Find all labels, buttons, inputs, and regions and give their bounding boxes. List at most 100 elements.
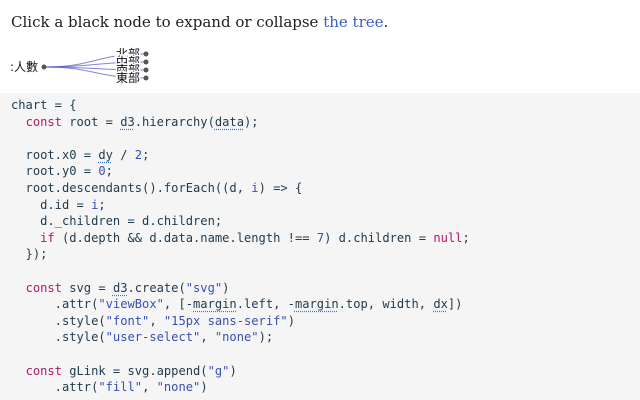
- code-token: ): [287, 313, 295, 328]
- code-line: const root = d3.hierarchy(data);: [11, 114, 640, 131]
- code-pre: chart = { const root = d3.hierarchy(data…: [0, 93, 640, 396]
- tree-chart: :人數 北部 中部 南部 東部: [0, 42, 640, 92]
- code-line: const svg = d3.create("svg"): [11, 280, 640, 297]
- code-token-kw: const: [25, 280, 62, 295]
- code-line: [11, 263, 640, 280]
- code-line: if (d.depth && d.data.name.length !== 7)…: [11, 230, 640, 247]
- code-token: [11, 364, 26, 378]
- code-token-kw: const: [25, 114, 62, 129]
- code-line: chart = {: [11, 97, 640, 114]
- tree-child-south[interactable]: 南部: [114, 61, 149, 79]
- code-line: [11, 130, 640, 147]
- code-token: root.descendants().forEach((d,: [11, 180, 252, 195]
- code-token: [11, 231, 40, 245]
- root-node-label: :人數: [10, 60, 38, 74]
- code-token: .style(: [11, 313, 106, 328]
- code-token-kw: if: [40, 230, 55, 245]
- node-label-south: 南部: [116, 62, 140, 77]
- code-token: .create(: [127, 280, 186, 295]
- code-token: [11, 281, 26, 295]
- tree-child-central[interactable]: 中部: [114, 53, 149, 71]
- code-token-num: 0: [98, 164, 106, 179]
- code-token-ref: margin: [294, 297, 339, 312]
- code-line: d._children = d.children;: [11, 213, 640, 230]
- tree-child-east[interactable]: 東部: [114, 69, 149, 87]
- code-line: d.id = i;: [11, 197, 640, 214]
- code-token: .style(: [11, 330, 106, 345]
- code-token-kw: null: [433, 230, 463, 245]
- code-token-num: i: [91, 197, 99, 212]
- code-token: ;: [98, 197, 106, 212]
- code-token: d.id =: [11, 197, 92, 212]
- code-line: .attr("viewBox", [-margin.left, -margin.…: [11, 296, 640, 313]
- code-token: ]): [447, 297, 463, 312]
- code-token-str: "15px sans-serif": [163, 313, 288, 328]
- tree-root-node[interactable]: :人數: [10, 60, 47, 74]
- code-token: (d.depth && d.data.name.length !==: [54, 230, 317, 245]
- code-line: .attr("fill", "none"): [11, 379, 640, 396]
- code-token: gLink = svg.append(: [61, 363, 208, 378]
- code-token-ref: d3: [112, 280, 128, 295]
- code-token-num: 2: [134, 147, 143, 162]
- code-token-ref: dx: [433, 297, 448, 312]
- code-token: ): [229, 363, 237, 378]
- node-circle-east[interactable]: [143, 75, 149, 81]
- code-line: });: [11, 246, 640, 263]
- code-token: ) d.children =: [324, 230, 434, 245]
- code-token: , [-: [163, 297, 194, 312]
- code-token: ;: [462, 230, 470, 245]
- code-token: );: [258, 330, 274, 345]
- code-line: [11, 346, 640, 363]
- code-token: root.y0 =: [11, 164, 99, 179]
- code-token-str: "fill": [98, 380, 143, 395]
- code-token: ,: [142, 380, 157, 395]
- code-token-ref: dy: [98, 147, 113, 162]
- code-token: ) => {: [258, 180, 303, 195]
- code-token: });: [11, 247, 48, 262]
- code-token: );: [244, 114, 259, 129]
- code-token: .attr(: [11, 380, 99, 395]
- tree-child-north[interactable]: 北部: [114, 45, 149, 63]
- code-line: const gLink = svg.append("g"): [11, 363, 640, 380]
- tree-link-east: [43, 66, 147, 79]
- code-line: .style("user-select", "none");: [11, 329, 640, 346]
- code-token: ,: [200, 330, 215, 345]
- code-token: .hierarchy(: [134, 114, 215, 129]
- code-token: root.x0 =: [11, 147, 99, 162]
- node-label-east: 東部: [116, 70, 140, 85]
- code-token: .attr(: [11, 297, 99, 312]
- node-circle-central[interactable]: [143, 59, 149, 65]
- code-token-str: "none": [156, 380, 201, 395]
- code-token: /: [112, 147, 135, 162]
- code-token: ,: [149, 313, 164, 328]
- node-circle-north[interactable]: [143, 51, 149, 57]
- code-token: ;: [105, 164, 113, 179]
- root-node-circle[interactable]: [41, 64, 47, 70]
- tree-link[interactable]: the tree: [323, 13, 384, 31]
- intro-prefix: Click a black node to expand or collapse: [11, 13, 324, 31]
- code-line: root.y0 = 0;: [11, 163, 640, 180]
- code-token-str: "none": [214, 330, 259, 345]
- code-token: chart = {: [11, 98, 77, 112]
- code-line: root.x0 = dy / 2;: [11, 147, 640, 164]
- code-block[interactable]: chart = { const root = d3.hierarchy(data…: [0, 93, 640, 400]
- code-token-num: i: [251, 180, 259, 195]
- code-token-str: "font": [105, 313, 150, 328]
- intro-suffix: .: [383, 13, 389, 31]
- node-label-central: 中部: [116, 54, 140, 69]
- code-token-str: "svg": [185, 280, 223, 295]
- code-token: d._children = d.children;: [11, 214, 223, 229]
- code-token: .top, width,: [338, 297, 434, 312]
- code-token-num: 7: [316, 230, 325, 245]
- code-token: ;: [142, 147, 150, 162]
- tree-svg: :人數 北部 中部 南部 東部: [10, 45, 149, 87]
- node-circle-south[interactable]: [143, 67, 149, 73]
- code-token: .left, -: [236, 297, 295, 312]
- code-token-ref: d3: [120, 114, 135, 129]
- code-token: [11, 115, 26, 129]
- tree-links: [43, 53, 147, 79]
- code-token: root =: [61, 114, 121, 129]
- code-token-kw: const: [25, 363, 62, 378]
- node-label-north: 北部: [116, 46, 140, 61]
- code-token: ): [200, 380, 208, 395]
